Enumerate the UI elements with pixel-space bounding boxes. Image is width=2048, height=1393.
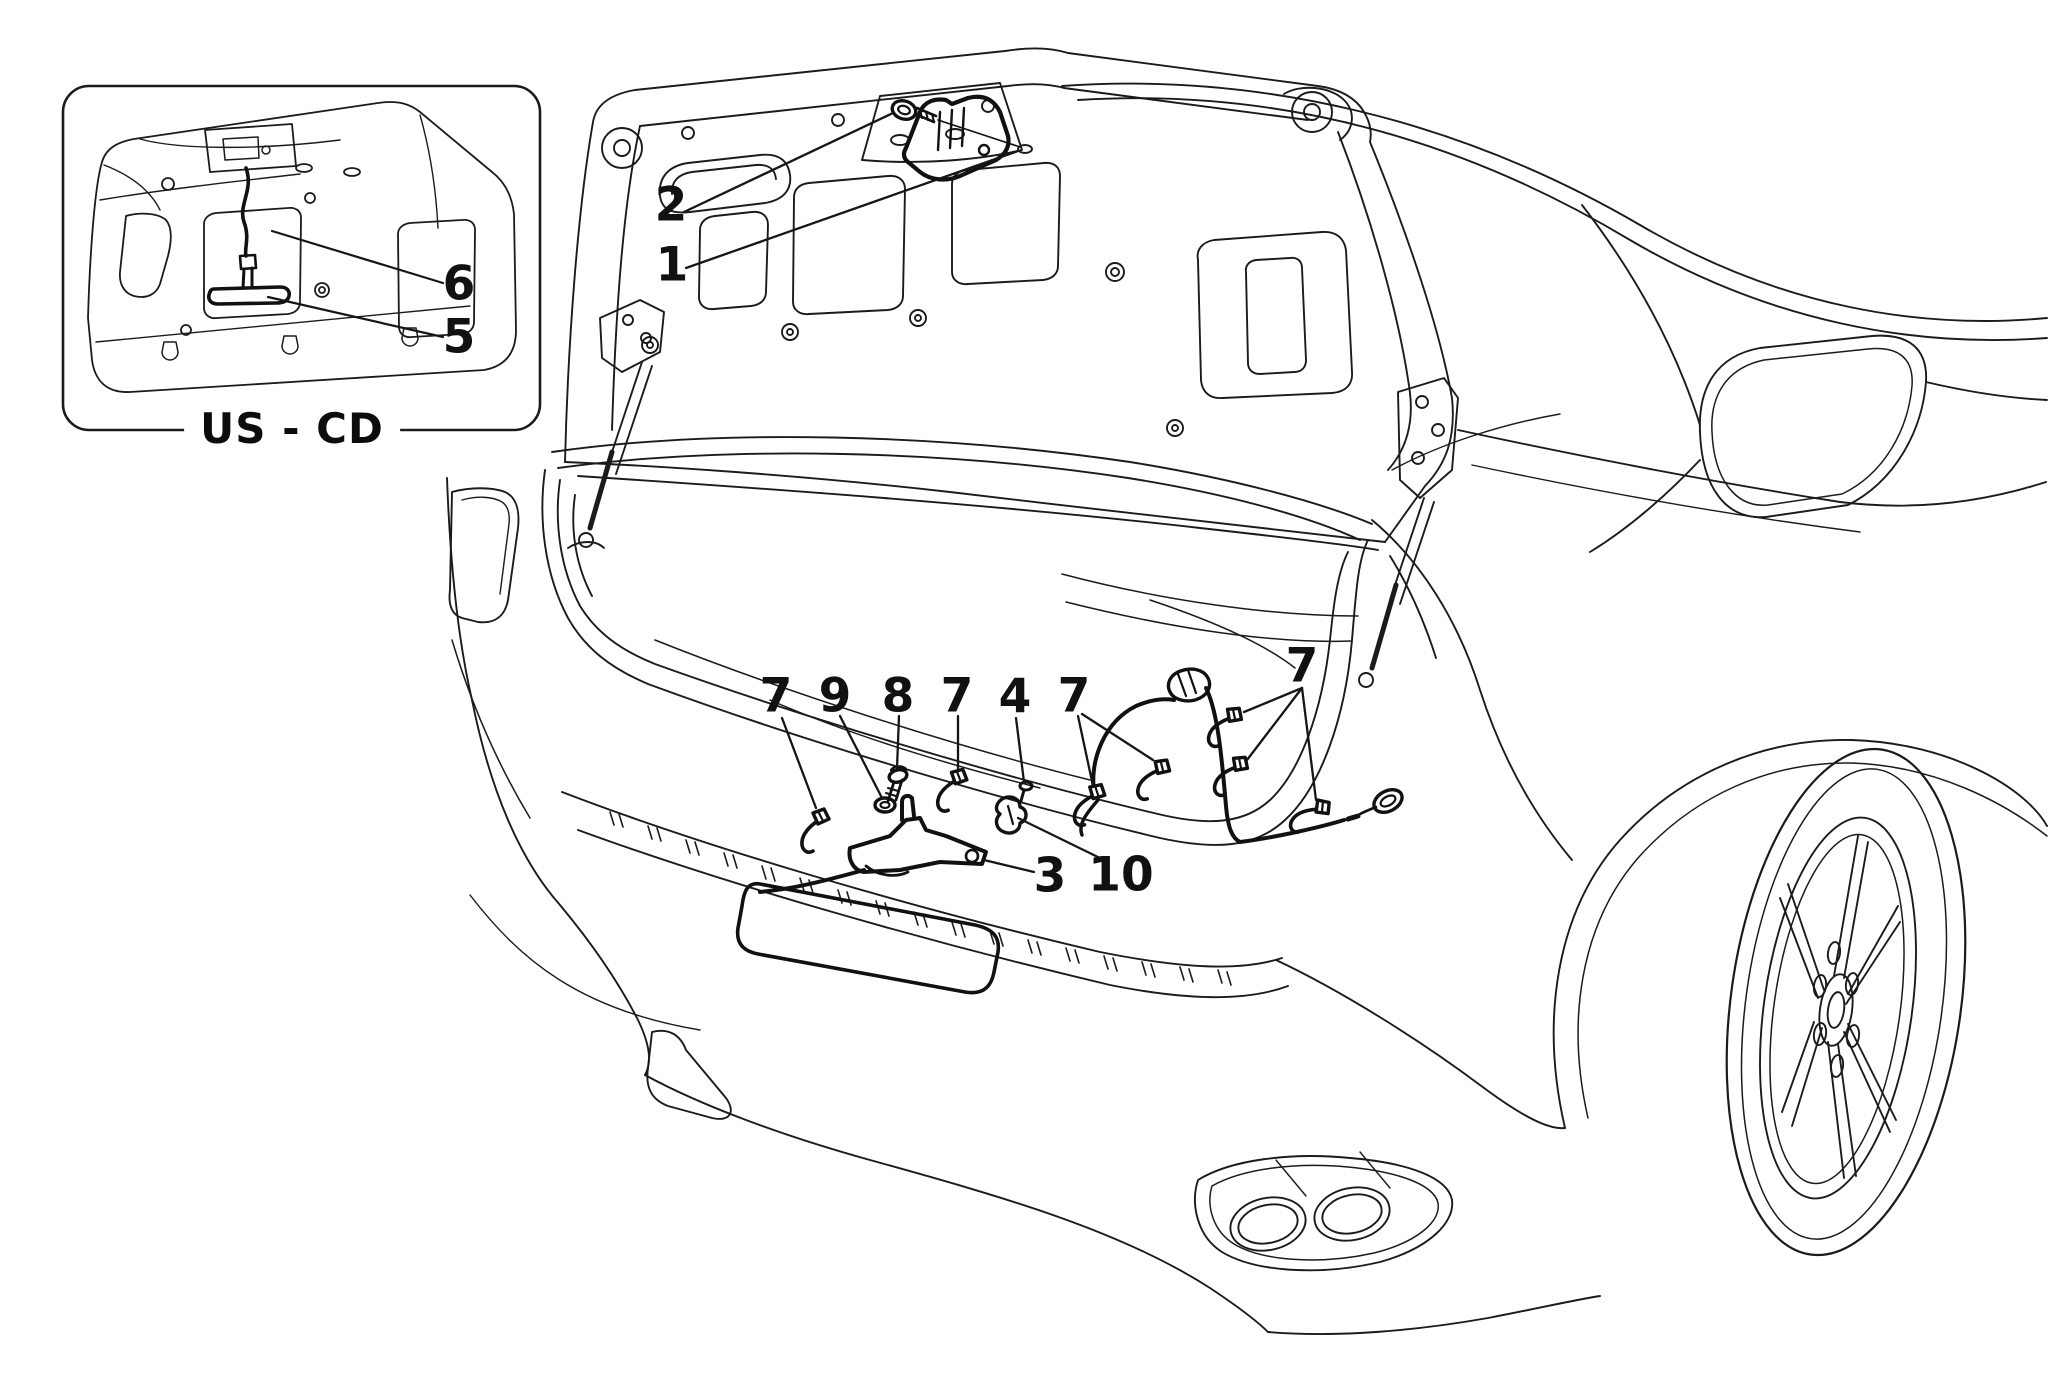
inset-caption: US - CD (184, 408, 400, 450)
lock-assembly-drawing (901, 94, 1011, 182)
inset-leader-lines (266, 229, 445, 339)
callout-2: 2 (654, 177, 688, 233)
trunk-lid-drawing (564, 47, 1454, 551)
callout-9: 9 (818, 668, 852, 724)
callout-1: 1 (655, 237, 689, 293)
callout-3: 3 (1033, 848, 1067, 904)
callout-4: 4 (998, 669, 1032, 725)
clip-7-drawings (800, 700, 1336, 854)
bumper-drawing (469, 791, 1601, 1335)
callout-5: 5 (442, 309, 476, 365)
callout-7-b: 7 (940, 668, 974, 724)
clamp-10-drawing (994, 795, 1028, 835)
left-quarter-drawing (446, 477, 650, 1076)
screw-2-drawing (890, 98, 938, 124)
inset-handle-cable-drawing (207, 166, 291, 306)
trunk-opening-drawing (541, 469, 1369, 846)
stud-4-drawing (1018, 780, 1034, 803)
highlighted-parts (758, 94, 1404, 894)
washer-9-drawing (873, 796, 897, 814)
inset-box (61, 84, 542, 432)
callout-8: 8 (881, 668, 915, 724)
leader-lines (682, 111, 1318, 874)
inset-lid-drawing (87, 101, 517, 393)
callout-6: 6 (442, 256, 476, 312)
assembly-direction-line (937, 119, 1021, 148)
latch-assembly-drawing (758, 793, 988, 894)
rear-wheel-drawing (1552, 739, 2048, 1257)
callout-10: 10 (1088, 847, 1154, 903)
hinges-struts-drawing (567, 299, 1459, 688)
roof-pillar-drawing (1061, 82, 2048, 861)
callout-7-c: 7 (1057, 668, 1091, 724)
car-body-drawing (446, 47, 2048, 1335)
callout-7-a: 7 (759, 668, 793, 724)
callout-7-d: 7 (1285, 638, 1319, 694)
